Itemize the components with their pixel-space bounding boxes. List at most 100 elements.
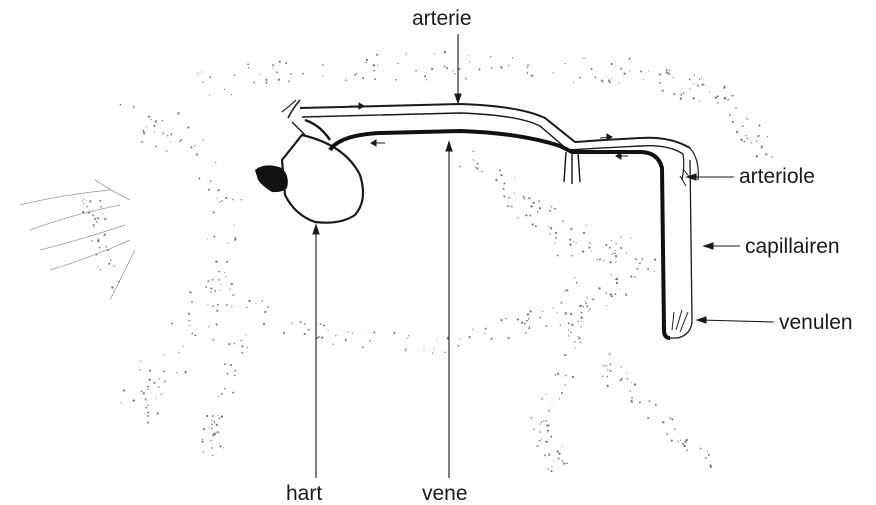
stipple-dot (322, 75, 323, 76)
stipple-dot (209, 427, 210, 428)
stipple-dot (276, 71, 278, 73)
stipple-dot (531, 223, 533, 225)
stipple-dot (189, 320, 191, 322)
stipple-dot (92, 214, 94, 216)
stipple-dot (693, 97, 695, 99)
venulen-pointer (697, 317, 774, 323)
stipple-dot (605, 365, 607, 367)
stipple-dot (579, 77, 581, 79)
stipple-dot (235, 370, 237, 372)
stipple-dot (732, 121, 734, 123)
stipple-dot (433, 349, 434, 350)
stipple-dot (264, 311, 266, 313)
stipple-dot (545, 325, 547, 327)
stipple-dot (599, 258, 601, 260)
stipple-dot (210, 440, 212, 442)
stipple-dot (535, 225, 537, 227)
stipple-dot (699, 79, 701, 81)
stipple-dot (565, 312, 567, 314)
stipple-dot (267, 306, 269, 308)
stipple-dot (234, 237, 236, 239)
stipple-dot (570, 331, 572, 333)
stipple-dot (290, 73, 292, 75)
stipple-dot (610, 370, 612, 372)
stipple-dot (503, 182, 505, 184)
stipple-dot (568, 322, 570, 324)
stipple-dot (93, 225, 95, 227)
stipple-dot (747, 138, 748, 139)
stipple-dot (154, 131, 155, 132)
stipple-dot (477, 163, 479, 165)
stipple-dot (288, 80, 290, 82)
stipple-dot (615, 243, 616, 244)
stipple-dot (97, 266, 98, 267)
stipple-dot (148, 116, 150, 118)
stipple-dot (262, 300, 264, 302)
stipple-dot (143, 393, 145, 395)
stipple-dot (704, 84, 705, 85)
stipple-dot (155, 398, 156, 399)
stipple-dot (111, 286, 113, 288)
stipple-dot (741, 139, 743, 141)
stipple-dot (241, 345, 243, 347)
stipple-dot (215, 261, 217, 263)
stipple-dot (620, 237, 621, 238)
stipple-dot (610, 363, 612, 365)
stipple-dot (561, 446, 562, 447)
stipple-dot (224, 363, 226, 365)
stipple-dot (634, 276, 636, 278)
stipple-dot (217, 431, 219, 433)
stipple-dot (189, 291, 191, 293)
stipple-dot (541, 422, 543, 424)
stipple-dot (241, 352, 243, 354)
stipple-dot (216, 424, 218, 426)
stipple-dot (577, 321, 578, 322)
stipple-dot (96, 221, 98, 223)
stipple-dot (561, 302, 563, 304)
stipple-dot (213, 236, 215, 238)
stipple-dot (689, 78, 691, 80)
stipple-dot (554, 242, 555, 243)
stipple-dot (557, 255, 559, 257)
stipple-dot (278, 79, 280, 81)
stipple-dot (206, 415, 208, 417)
stipple-dot (212, 415, 214, 417)
stipple-dot (525, 214, 527, 216)
stipple-dot (407, 338, 408, 339)
stipple-dot (527, 313, 529, 315)
stipple-dot (621, 366, 622, 367)
stipple-dot (285, 62, 287, 64)
stipple-dot (100, 269, 101, 270)
stipple-dot (120, 104, 122, 106)
stipple-dot (362, 77, 364, 79)
stipple-dot (476, 167, 478, 169)
stipple-dot (560, 324, 561, 325)
stipple-dot (397, 63, 398, 64)
stipple-dot (548, 226, 549, 227)
stipple-dot (521, 321, 523, 323)
stipple-dot (505, 318, 507, 320)
stipple-dot (369, 340, 371, 342)
stipple-dot (212, 455, 213, 456)
stipple-dot (530, 205, 532, 207)
stipple-dot (247, 63, 249, 65)
stipple-dot (582, 250, 584, 252)
stipple-dot (481, 171, 482, 172)
stipple-dot (216, 323, 218, 325)
stipple-dot (213, 339, 215, 341)
stipple-dot (528, 318, 530, 320)
stipple-dot (672, 77, 673, 78)
stipple-dot (308, 329, 310, 331)
stipple-dot (538, 200, 540, 202)
stipple-dot (539, 440, 541, 442)
stipple-dot (187, 126, 189, 128)
stipple-dot (241, 199, 243, 201)
stipple-dot (629, 58, 631, 60)
stipple-dot (723, 86, 725, 88)
stipple-dot (232, 294, 234, 296)
stipple-dot (603, 260, 604, 261)
stipple-dot (631, 382, 632, 383)
label-arterie: arterie (412, 8, 472, 29)
stipple-dot (318, 336, 320, 338)
stipple-dot (490, 56, 491, 57)
